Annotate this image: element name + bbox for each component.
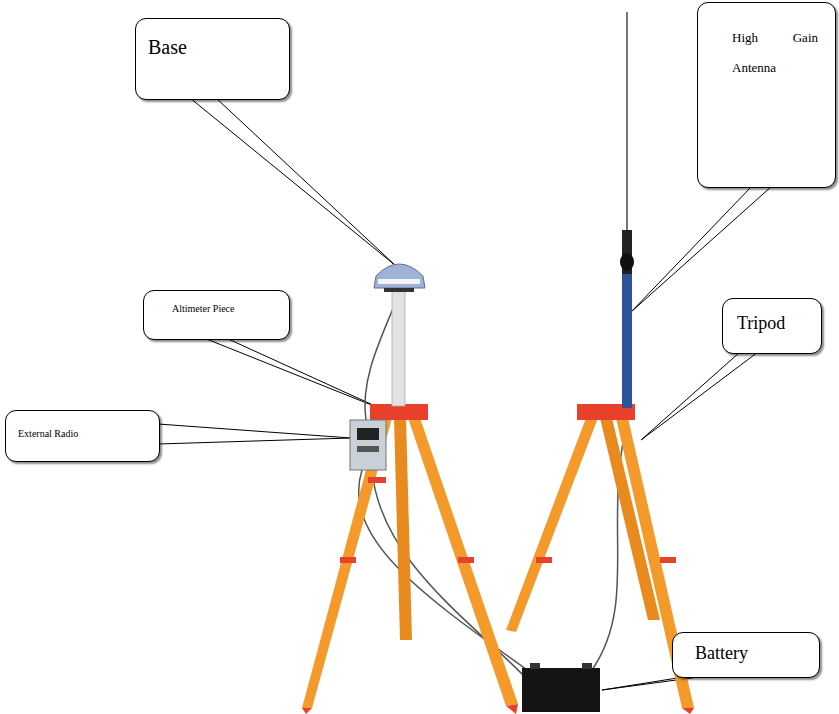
base-receiver — [374, 264, 425, 406]
callout-label: External Radio — [18, 428, 149, 440]
callout-box: Tripod — [722, 298, 822, 354]
callout-label: Battery — [695, 643, 809, 665]
callout-label: High Gain Antenna — [732, 23, 818, 83]
callout-box: Base — [135, 18, 290, 100]
antenna — [620, 12, 634, 408]
battery — [522, 663, 600, 712]
callout-label: Tripod — [737, 313, 811, 335]
callout-box: External Radio — [5, 410, 160, 462]
radio-device — [350, 420, 386, 470]
callout-box: High Gain Antenna — [697, 2, 836, 188]
callout-label: Altimeter Piece — [172, 303, 279, 315]
callout-box: Altimeter Piece — [143, 290, 290, 340]
callout-label: Base — [148, 35, 277, 59]
leader-lines — [158, 98, 772, 690]
right-tripod — [506, 404, 694, 714]
callout-box: Battery — [672, 632, 820, 678]
left-tripod — [302, 404, 518, 714]
